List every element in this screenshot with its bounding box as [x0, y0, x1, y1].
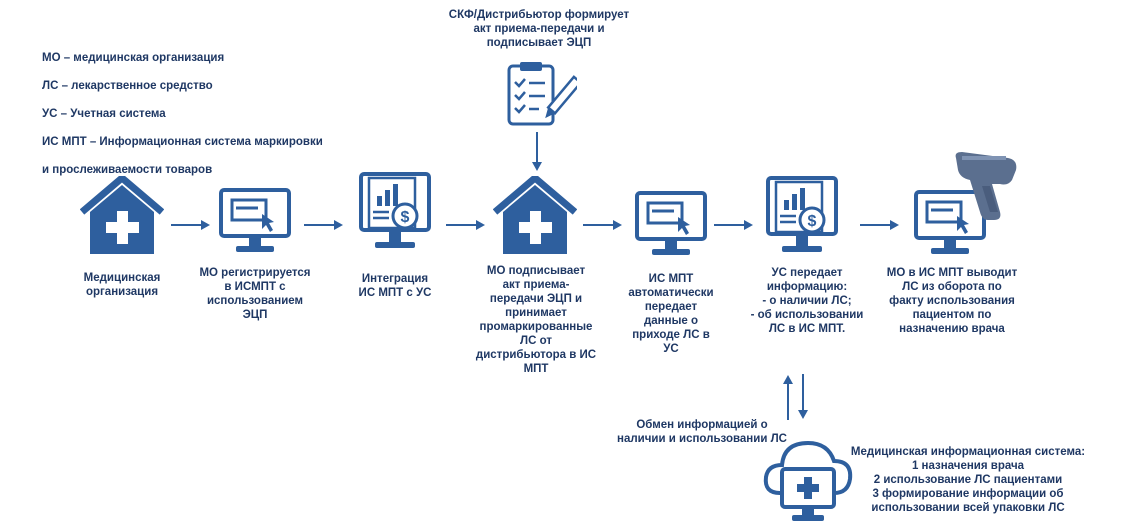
step-label-withdraw: МО в ИС МПТ выводит ЛС из оборота по фак… [886, 267, 1018, 335]
step-label-mo-signs-act: МО подписывает акт приема- передачи ЭЦП … [475, 265, 597, 375]
exchange-label: Обмен информацией о наличии и использова… [617, 419, 787, 445]
legend-line: ЛС – лекарственное средство [42, 80, 213, 92]
hospital-icon [80, 176, 164, 256]
step-label-auto-transfer: ИС МПТ автоматически передает данные о п… [628, 273, 714, 355]
barcode-scanner-icon [952, 150, 1022, 222]
step-label-medical-org: Медицинская организация [83, 272, 161, 298]
distributor-note: СКФ/Дистрибьютор формирует акт приема-пе… [448, 9, 630, 49]
computer-icon [634, 190, 708, 258]
step-label-us-transfers: УС передает информацию: - о наличии ЛС; … [750, 267, 864, 335]
report-monitor-icon: $ [762, 176, 842, 260]
legend-line: МО – медицинская организация [42, 52, 225, 64]
legend-line: ИС МПТ – Информационная система маркиров… [42, 136, 323, 148]
legend: МО – медицинская организация ЛС – лекарс… [42, 37, 323, 191]
hospital-icon [493, 176, 577, 256]
arrow-down-icon [531, 132, 543, 172]
step-label-integration: Интеграция ИС МПТ с УС [358, 273, 432, 299]
step-label-registration: МО регистрируется в ИСМПТ с использовани… [199, 267, 311, 321]
arrow-down-icon [797, 374, 809, 420]
legend-line: УС – Учетная система [42, 108, 166, 120]
arrow-right-icon [446, 219, 486, 231]
cloud-computer-icon [762, 433, 854, 531]
legend-line: и прослеживаемости товаров [42, 164, 213, 176]
arrow-right-icon [583, 219, 623, 231]
arrow-up-icon [782, 374, 794, 420]
svg-text:$: $ [401, 209, 410, 226]
clipboard-checklist-icon [503, 60, 577, 130]
report-monitor-icon: $ [355, 172, 435, 256]
svg-text:$: $ [808, 213, 817, 230]
computer-icon [218, 187, 292, 255]
arrow-right-icon [714, 219, 754, 231]
arrow-right-icon [171, 219, 211, 231]
arrow-right-icon [860, 219, 900, 231]
arrow-right-icon [304, 219, 344, 231]
mis-label: Медицинская информационная система: 1 на… [850, 446, 1086, 514]
